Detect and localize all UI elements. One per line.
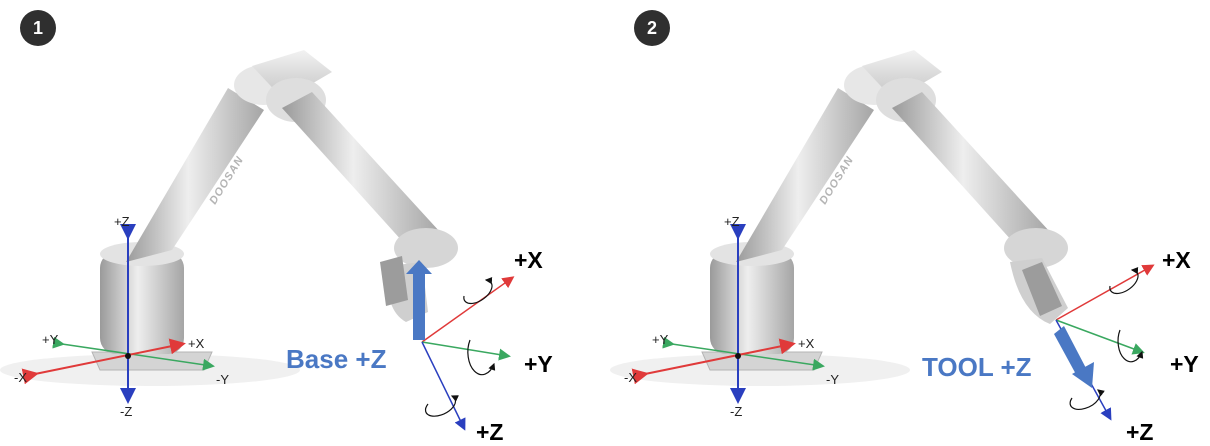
base-pz-label: +Z <box>724 214 740 229</box>
base-nz-label: -Z <box>120 404 132 419</box>
direction-caption: Base +Z <box>286 344 387 374</box>
direction-caption: TOOL +Z <box>922 352 1032 382</box>
robot-arm: DOOSAN <box>92 50 458 370</box>
rotation-y-icon <box>1118 330 1142 362</box>
tool-x-axis <box>422 278 512 342</box>
robot-diagram: DOOSAN +Z -Z +Y -Y +X -X +X +Y +Z <box>610 0 1210 446</box>
direction-arrow <box>1054 326 1094 388</box>
rotation-x-icon <box>464 280 492 303</box>
base-nz-label: -Z <box>730 404 742 419</box>
base-py-label: +Y <box>42 332 59 347</box>
base-ny-label: -Y <box>216 372 229 387</box>
base-origin <box>735 353 741 359</box>
tool-z-label: +Z <box>476 419 503 445</box>
robot-diagram: DOOSAN +Z -Z +Y -Y +X -X +X +Y +Z <box>0 0 600 446</box>
tool-y-axis <box>422 342 508 356</box>
base-px-label: +X <box>798 336 815 351</box>
base-px-label: +X <box>188 336 205 351</box>
tool-y-label: +Y <box>1170 351 1199 377</box>
diagram-panel-2: 2 DOOSAN <box>610 0 1210 446</box>
robot-arm: DOOSAN <box>702 50 1068 370</box>
tool-y-label: +Y <box>524 351 553 377</box>
base-origin <box>125 353 131 359</box>
diagram-panel-1: 1 DOOSAN <box>0 0 600 446</box>
base-nx-label: -X <box>624 370 637 385</box>
tool-frame: +X +Y +Z <box>1056 247 1199 445</box>
base-ny-label: -Y <box>826 372 839 387</box>
base-nx-label: -X <box>14 370 27 385</box>
rotation-z-icon <box>425 396 455 416</box>
rotation-y-icon <box>468 340 494 375</box>
tool-z-label: +Z <box>1126 419 1153 445</box>
base-pz-label: +Z <box>114 214 130 229</box>
tool-x-label: +X <box>514 247 543 273</box>
tool-frame: +X +Y +Z <box>422 247 553 445</box>
base-py-label: +Y <box>652 332 669 347</box>
tool-x-label: +X <box>1162 247 1191 273</box>
